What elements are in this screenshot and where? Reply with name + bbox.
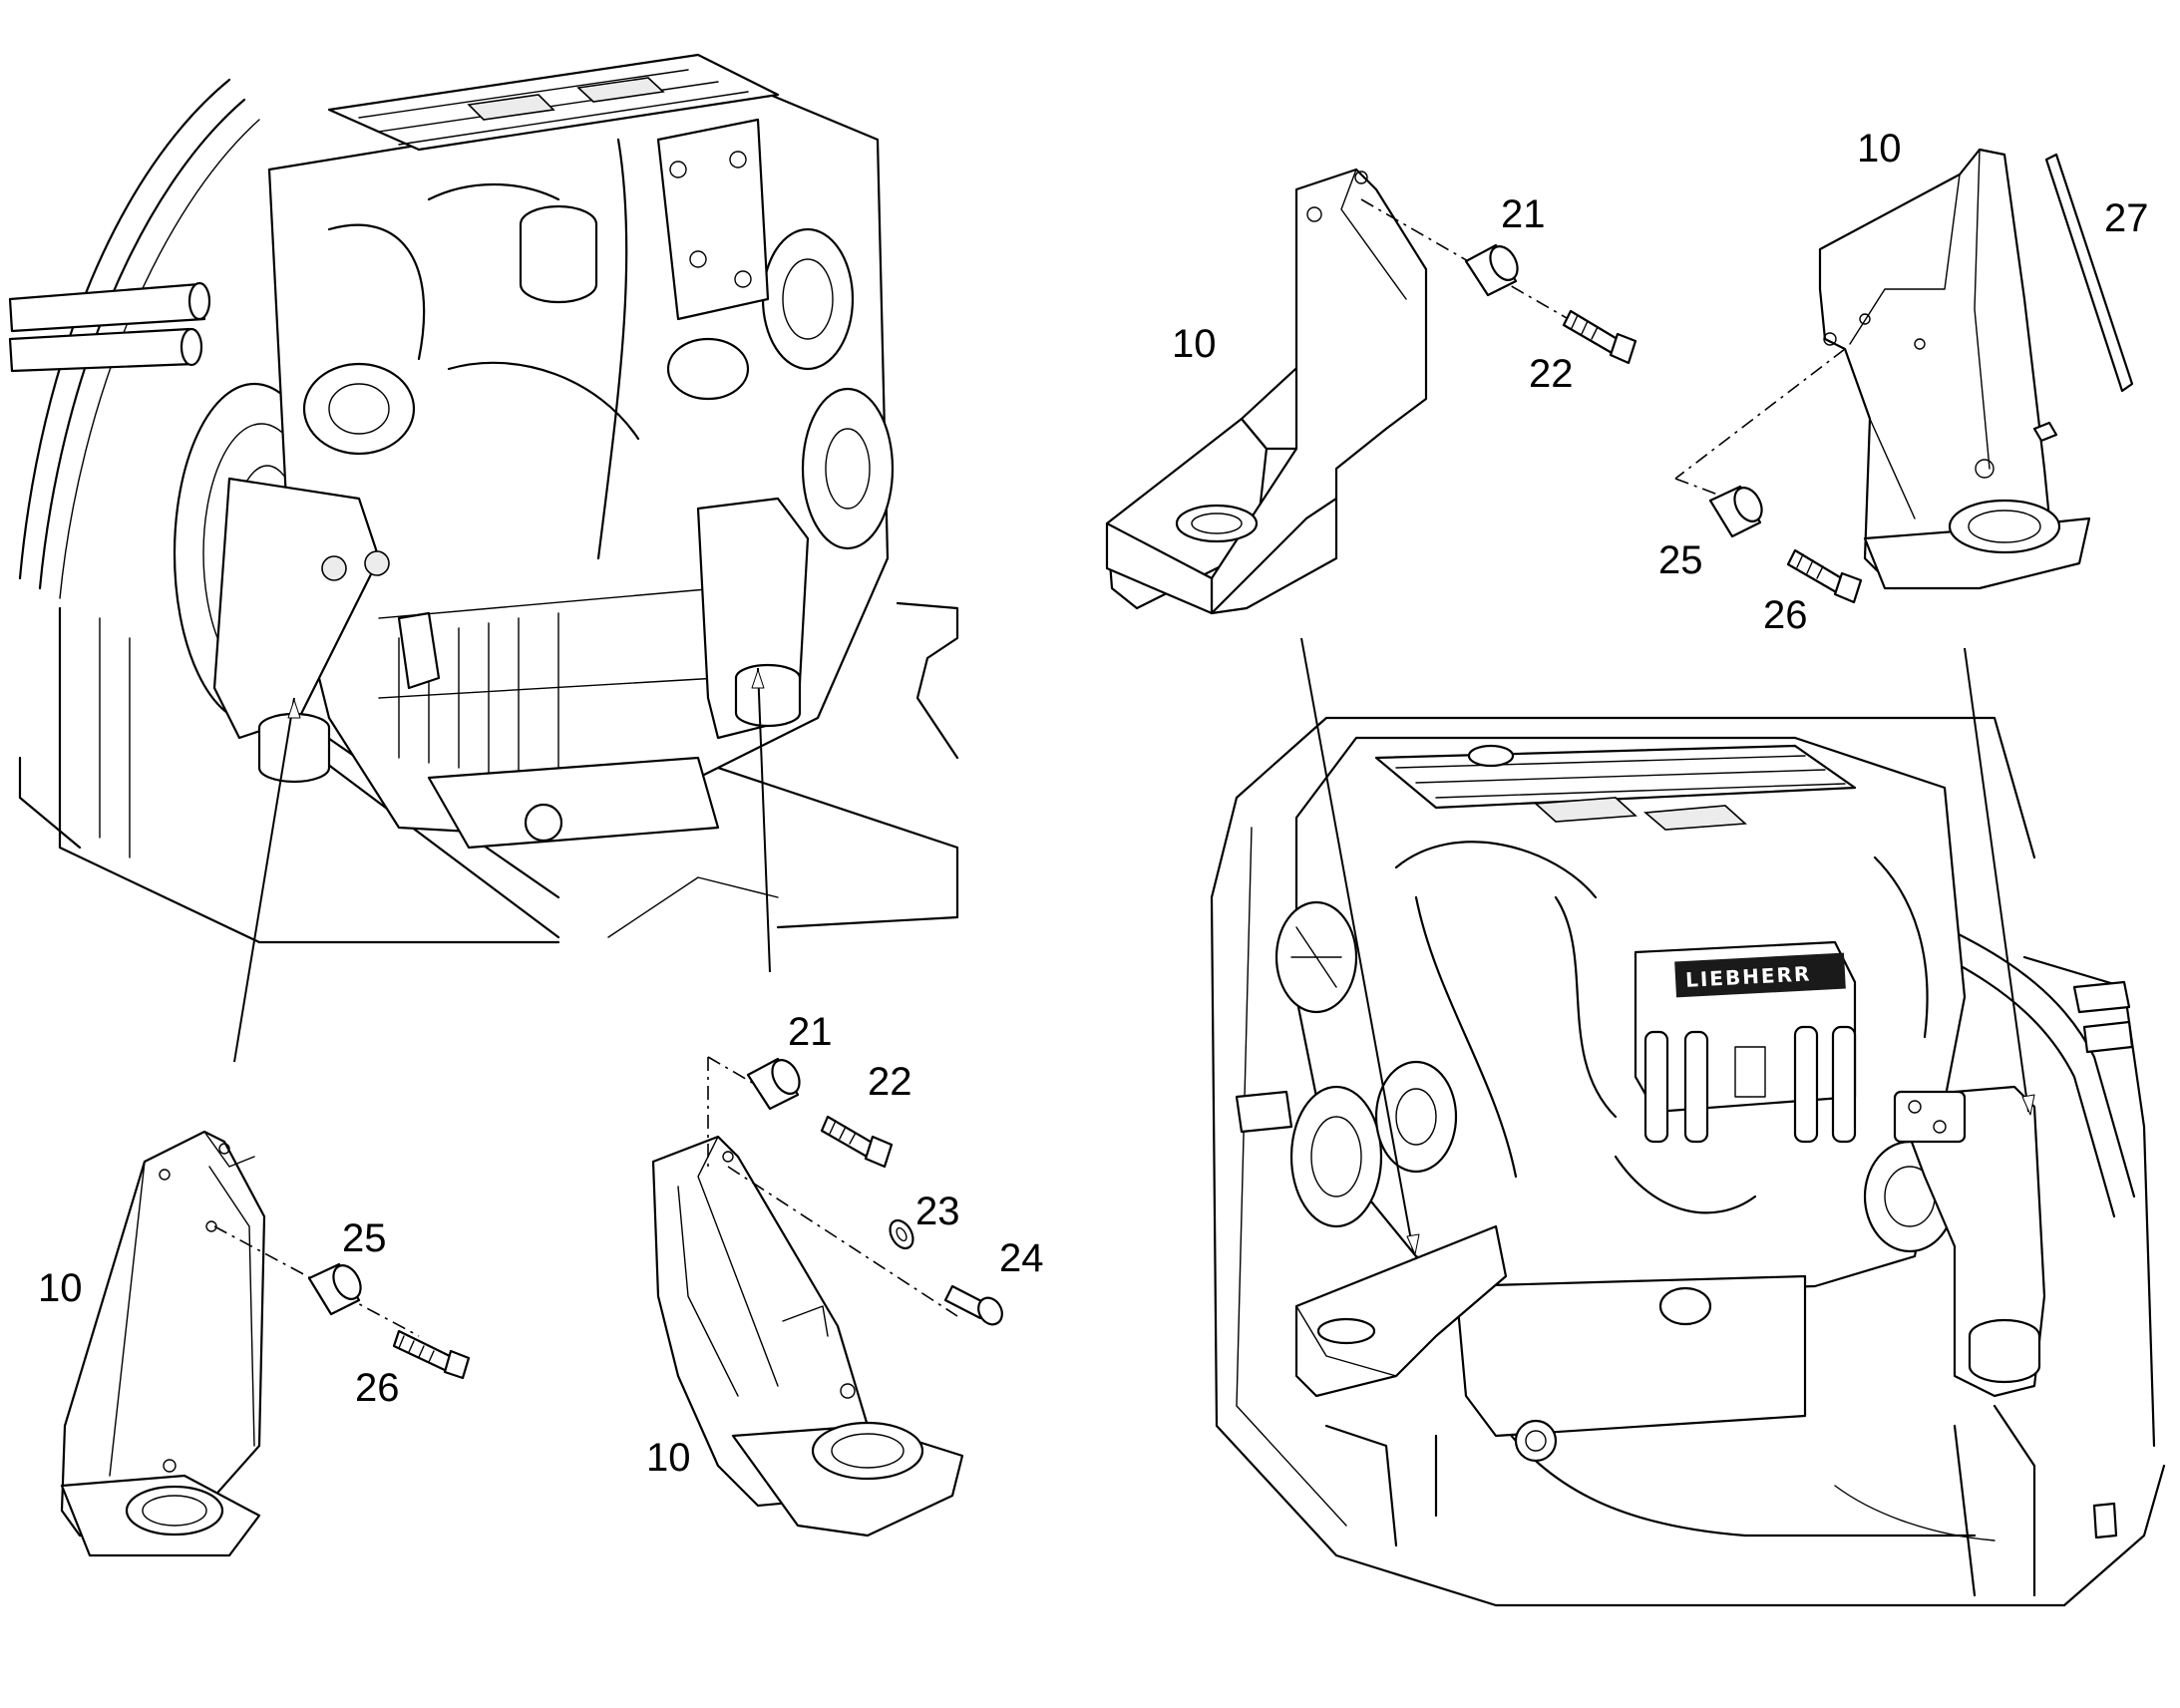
callout-bushing-21: 21 [788, 1010, 833, 1054]
engine-mount-bracket-bottom-left: 10 25 26 [38, 1130, 471, 1557]
engine-mount-bracket-top-right: 10 27 25 26 [1658, 127, 2149, 637]
engine-view-right: LIEBHERR [1210, 637, 2166, 1607]
callout-bracket-10: 10 [38, 1266, 83, 1310]
engine-view-left [8, 53, 959, 1063]
callout-bolt-22: 22 [1529, 352, 1574, 396]
engine-mount-bracket-bottom-center: 21 22 23 24 10 [646, 1010, 1044, 1537]
callout-screw-24: 24 [999, 1236, 1044, 1280]
callout-bushing-25: 25 [342, 1216, 387, 1260]
callout-bracket-10: 10 [1172, 322, 1217, 366]
callout-bolt-22: 22 [868, 1060, 912, 1104]
callout-bushing-21: 21 [1501, 192, 1546, 236]
callout-bolt-26: 26 [1763, 593, 1808, 637]
callout-washer-23: 23 [915, 1190, 960, 1233]
callout-bracket-10: 10 [1857, 127, 1902, 171]
callout-bracket-10: 10 [646, 1436, 691, 1480]
callout-strip-27: 27 [2104, 196, 2149, 240]
callout-bushing-25: 25 [1658, 538, 1703, 582]
callout-bolt-26: 26 [355, 1366, 400, 1410]
engine-mount-bracket-top-center: 10 21 22 [1105, 168, 1637, 615]
